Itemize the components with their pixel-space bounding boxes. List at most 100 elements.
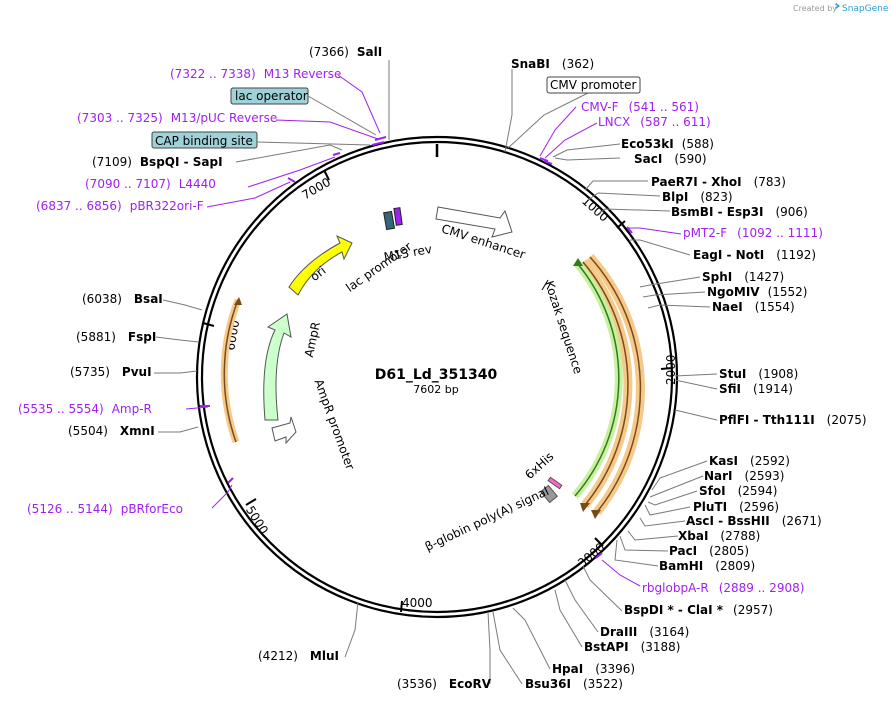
site-name-claI: BspDI * - ClaI * bbox=[624, 603, 724, 617]
site-name-pluti: PluTI bbox=[693, 500, 727, 514]
left-orf-arc-line bbox=[223, 299, 239, 443]
site-name-paci: PacI bbox=[669, 544, 697, 558]
site-pos-stui: (1908) bbox=[758, 367, 798, 381]
svg-text:(7322 .. 7338)M13 Reverse: (7322 .. 7338)M13 Reverse bbox=[170, 67, 341, 81]
svg-text:SfiI(1914): SfiI(1914) bbox=[719, 382, 793, 396]
site-pos-paer7i-xhoi: (783) bbox=[754, 175, 786, 189]
site-name-nari: NarI bbox=[704, 469, 733, 483]
svg-text:DraIII(3164): DraIII(3164) bbox=[600, 625, 689, 639]
site-name-saci: SacI bbox=[634, 152, 662, 166]
primer-markers bbox=[200, 136, 633, 559]
site-name-asci: AscI - BssHII bbox=[686, 514, 770, 528]
svg-text:KasI(2592): KasI (2592) bbox=[709, 454, 790, 468]
svg-text:(7109)BspQI - SapI: (7109)BspQI - SapI bbox=[92, 155, 223, 169]
site-pos-xbai: (2788) bbox=[720, 529, 760, 543]
site-name-sphi: SphI bbox=[702, 270, 732, 284]
primer-name-pbrforeco: pBRforEco bbox=[121, 502, 183, 516]
site-pos-saci: (590) bbox=[674, 152, 706, 166]
site-name-bamhi: BamHI bbox=[659, 559, 703, 573]
site-name-eagi-noti: EagI - NotI bbox=[693, 248, 764, 262]
site-labels: (7366)SalI SnaBI(362) Eco53kI(588) SacI(… bbox=[68, 45, 867, 691]
svg-text:(5735)PvuI: (5735)PvuI bbox=[70, 365, 152, 379]
boxed-feature-cap-binding-site[interactable]: CAP binding site bbox=[151, 131, 371, 149]
svg-text:(6837 .. 6856)pBR322ori-F: (6837 .. 6856)pBR322ori-F bbox=[36, 199, 204, 213]
svg-text:SfoI(2594): SfoI(2594) bbox=[699, 484, 777, 498]
primer-range-m13-reverse: (7322 .. 7338) bbox=[170, 67, 256, 81]
site-name-pvui: PvuI bbox=[122, 365, 152, 379]
svg-text:(6038)BsaI: (6038)BsaI bbox=[82, 292, 163, 306]
site-name-sfii: SfiI bbox=[719, 382, 741, 396]
site-pos-kasi: (2592) bbox=[750, 454, 790, 468]
svg-text:HpaI(3396): HpaI(3396) bbox=[552, 662, 635, 676]
site-name-naei: NaeI bbox=[712, 300, 743, 314]
globin-polya-feature[interactable] bbox=[539, 484, 559, 504]
svg-text:BlpI(823): BlpI (823) bbox=[662, 190, 733, 204]
svg-text:CMV promoter: CMV promoter bbox=[550, 78, 637, 92]
svg-text:PflFI - Tth111I(2075): PflFI - Tth111I(2075) bbox=[719, 413, 867, 427]
site-name-blpi: BlpI bbox=[662, 190, 688, 204]
svg-text:BspDI * - ClaI *(2957): BspDI * - ClaI *(2957) bbox=[624, 603, 773, 617]
site-pos-mlui: (4212) bbox=[258, 649, 298, 663]
ampr-feature[interactable] bbox=[263, 313, 292, 421]
svg-text:(4212)MluI: (4212)MluI bbox=[258, 649, 339, 663]
primer-range-pbr322ori: (6837 .. 6856) bbox=[36, 199, 122, 213]
primer-name-amp-r: Amp-R bbox=[112, 402, 152, 416]
primer-name-lncx: LNCX bbox=[598, 115, 630, 129]
svg-text:StuI(1908): StuI(1908) bbox=[719, 367, 798, 381]
lac-promoter-feature[interactable] bbox=[383, 210, 396, 231]
site-pos-bamhi: (2809) bbox=[715, 559, 755, 573]
site-name-paer7i-xhoi: PaeR7I - XhoI bbox=[651, 175, 742, 189]
site-pos-blpi: (823) bbox=[700, 190, 732, 204]
site-pos-fspi: (5881) bbox=[76, 330, 116, 344]
site-pos-eco53ki: (588) bbox=[682, 137, 714, 151]
site-name-draiii: DraIII bbox=[600, 625, 637, 639]
orf-inner-arrowhead bbox=[580, 503, 590, 512]
m13-rev-feature[interactable] bbox=[393, 207, 403, 226]
orf-arc-inner-line bbox=[582, 261, 629, 506]
svg-text:NaeI(1554): NaeI(1554) bbox=[712, 300, 795, 314]
created-by-label: Created by bbox=[793, 4, 837, 13]
scale-ticks bbox=[202, 169, 673, 613]
svg-text:PacI(2805): PacI(2805) bbox=[669, 544, 749, 558]
primer-name-cmv-f: CMV-F bbox=[581, 100, 619, 114]
plasmid-length: 7602 bp bbox=[413, 383, 458, 396]
svg-text:SacI(590): SacI (590) bbox=[634, 152, 707, 166]
svg-text:LNCX(587 .. 611): LNCX(587 .. 611) bbox=[598, 115, 711, 129]
plasmid-name: D61_Ld_351340 bbox=[375, 367, 498, 383]
svg-text:(5504)XmnI: (5504)XmnI bbox=[68, 424, 155, 438]
boxed-feature-cmv-promoter[interactable]: CMV promoter bbox=[546, 76, 641, 94]
svg-text:lac operator: lac operator bbox=[235, 89, 308, 103]
ampr-promoter-label: AmpR promoter bbox=[312, 377, 358, 471]
svg-text:SphI(1427): SphI(1427) bbox=[702, 270, 784, 284]
orf-outer-arrowhead bbox=[591, 510, 601, 519]
kozak-marker bbox=[541, 279, 549, 291]
svg-text:BsmBI - Esp3I(906): BsmBI - Esp3I(906) bbox=[671, 205, 808, 219]
ampr-promoter-feature[interactable] bbox=[271, 416, 297, 445]
site-pos-bsai: (6038) bbox=[82, 292, 122, 306]
cmv-enhancer-feature[interactable] bbox=[435, 206, 513, 238]
site-name-ecorv: EcoRV bbox=[449, 677, 492, 691]
svg-text:XbaI(2788): XbaI(2788) bbox=[678, 529, 760, 543]
site-pos-bspqi: (7109) bbox=[92, 155, 132, 169]
green-orf-arc-line bbox=[574, 262, 620, 497]
site-pos-asci: (2671) bbox=[782, 514, 822, 528]
backbone-outer-strand bbox=[200, 140, 674, 614]
left-orf-arrowhead bbox=[234, 297, 242, 305]
site-name-xmni: XmnI bbox=[120, 424, 155, 438]
svg-text:SnaBI(362): SnaBI(362) bbox=[511, 57, 594, 71]
primer-name-m13-puc: M13/pUC Reverse bbox=[171, 111, 278, 125]
svg-text:PaeR7I - XhoI(783): PaeR7I - XhoI (783) bbox=[651, 175, 786, 189]
boxed-feature-lac-operator[interactable]: lac operator bbox=[230, 87, 377, 136]
svg-text:(3536)EcoRV: (3536)EcoRV bbox=[397, 677, 492, 691]
site-name-snabi: SnaBI bbox=[511, 57, 550, 71]
primer-name-l4440: L4440 bbox=[179, 177, 216, 191]
ori-feature[interactable] bbox=[288, 234, 353, 296]
his-tag-label: 6xHis bbox=[522, 449, 556, 482]
svg-text:(5881)FspI: (5881) FspI bbox=[76, 330, 156, 344]
his-tag-feature[interactable] bbox=[547, 476, 563, 490]
site-pos-pluti: (2596) bbox=[739, 500, 779, 514]
site-name-kasi: KasI bbox=[709, 454, 738, 468]
primer-leader-lines bbox=[185, 74, 682, 587]
site-name-fspi: FspI bbox=[128, 330, 156, 344]
